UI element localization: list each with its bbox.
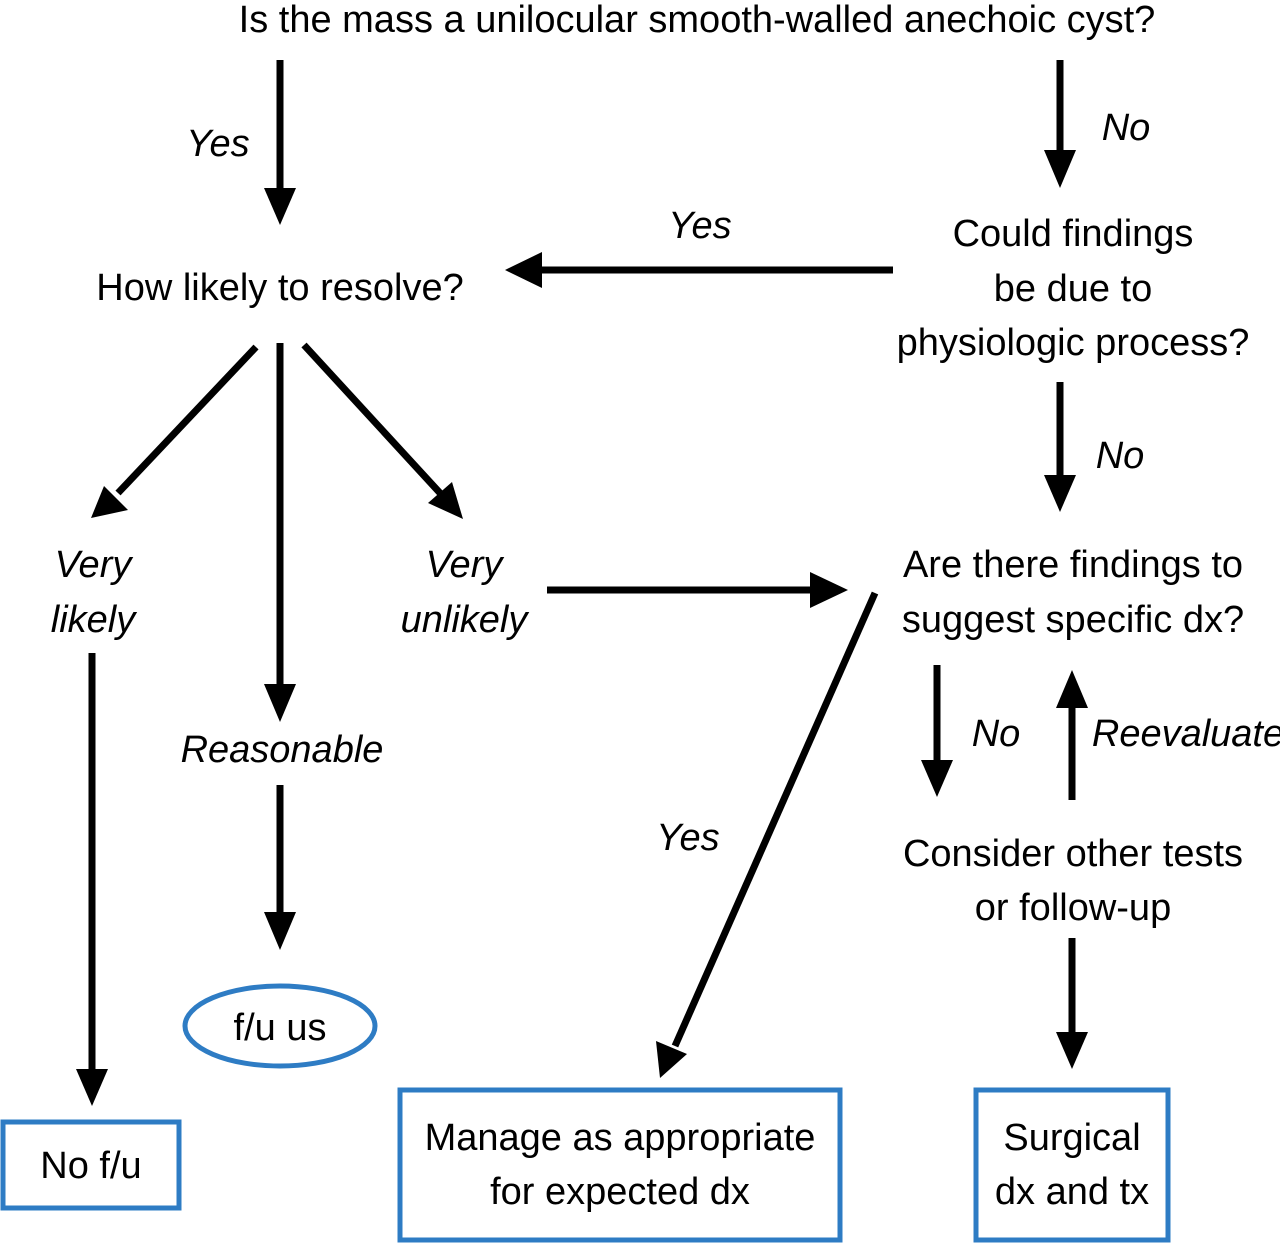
no-fu-label: No f/u [40,1145,141,1187]
specific-dx-node: Are there findings to suggest specific d… [902,544,1244,641]
surgical-box [973,1087,1171,1243]
arrow-resolve-to-very-unlikely [301,342,463,519]
very-unlikely-line-2: unlikely [401,599,530,641]
very-likely-line-1: Very [55,544,134,586]
reasonable-node: Reasonable [181,729,384,771]
manage-box [397,1087,843,1243]
edge-label-physiologic-yes: Yes [668,205,731,247]
specific-dx-line-1: Are there findings to [903,544,1243,586]
resolve-node: How likely to resolve? [96,267,463,309]
surgical-label: Surgical dx and tx [995,1117,1149,1213]
arrow-resolve-to-very-likely [91,344,259,518]
specific-dx-line-2: suggest specific dx? [902,599,1244,641]
surgical-line-2: dx and tx [995,1171,1149,1213]
other-tests-line-2: or follow-up [975,887,1171,929]
arrow-resolve-to-reasonable [264,343,296,722]
other-tests-node: Consider other tests or follow-up [903,833,1243,929]
arrow-other-tests-to-surgical [1056,938,1088,1069]
no-fu-box [0,1119,182,1211]
very-likely-line-2: likely [51,599,137,641]
physiologic-line-2: be due to [994,268,1152,310]
edge-label-question-no: No [1102,107,1151,149]
arrow-question-to-resolve [264,60,296,225]
question-node: Is the mass a unilocular smooth-walled a… [239,0,1156,41]
very-unlikely-node: Very unlikely [401,544,530,641]
edge-label-specific-dx-yes: Yes [656,817,719,859]
edge-label-reevaluate: Reevaluate [1092,713,1280,755]
arrow-specific-dx-to-other-tests [921,665,953,797]
edge-label-question-yes: Yes [186,123,249,165]
arrow-reevaluate [1056,670,1088,800]
physiologic-node: Could findings be due to physiologic pro… [897,213,1250,364]
physiologic-line-1: Could findings [953,213,1194,255]
fu-us-ellipse [182,983,378,1069]
arrow-very-unlikely-to-specific-dx [547,572,848,608]
other-tests-line-1: Consider other tests [903,833,1243,875]
fu-us-label: f/u us [234,1007,327,1049]
manage-line-2: for expected dx [490,1171,750,1213]
arrow-physiologic-to-specific-dx [1044,382,1076,512]
arrow-very-likely-to-no-fu [76,653,108,1106]
edge-label-specific-dx-no: No [972,713,1021,755]
very-likely-node: Very likely [51,544,137,641]
very-unlikely-line-1: Very [426,544,505,586]
arrow-reasonable-to-fu-us [264,785,296,950]
manage-label: Manage as appropriate for expected dx [425,1117,816,1213]
arrow-specific-dx-to-manage [656,591,879,1078]
manage-line-1: Manage as appropriate [425,1117,816,1159]
arrow-question-to-physiologic [1044,60,1076,188]
arrow-physiologic-to-resolve [505,252,893,288]
surgical-line-1: Surgical [1003,1117,1140,1159]
edge-label-physiologic-no: No [1096,435,1145,477]
physiologic-line-3: physiologic process? [897,322,1250,364]
